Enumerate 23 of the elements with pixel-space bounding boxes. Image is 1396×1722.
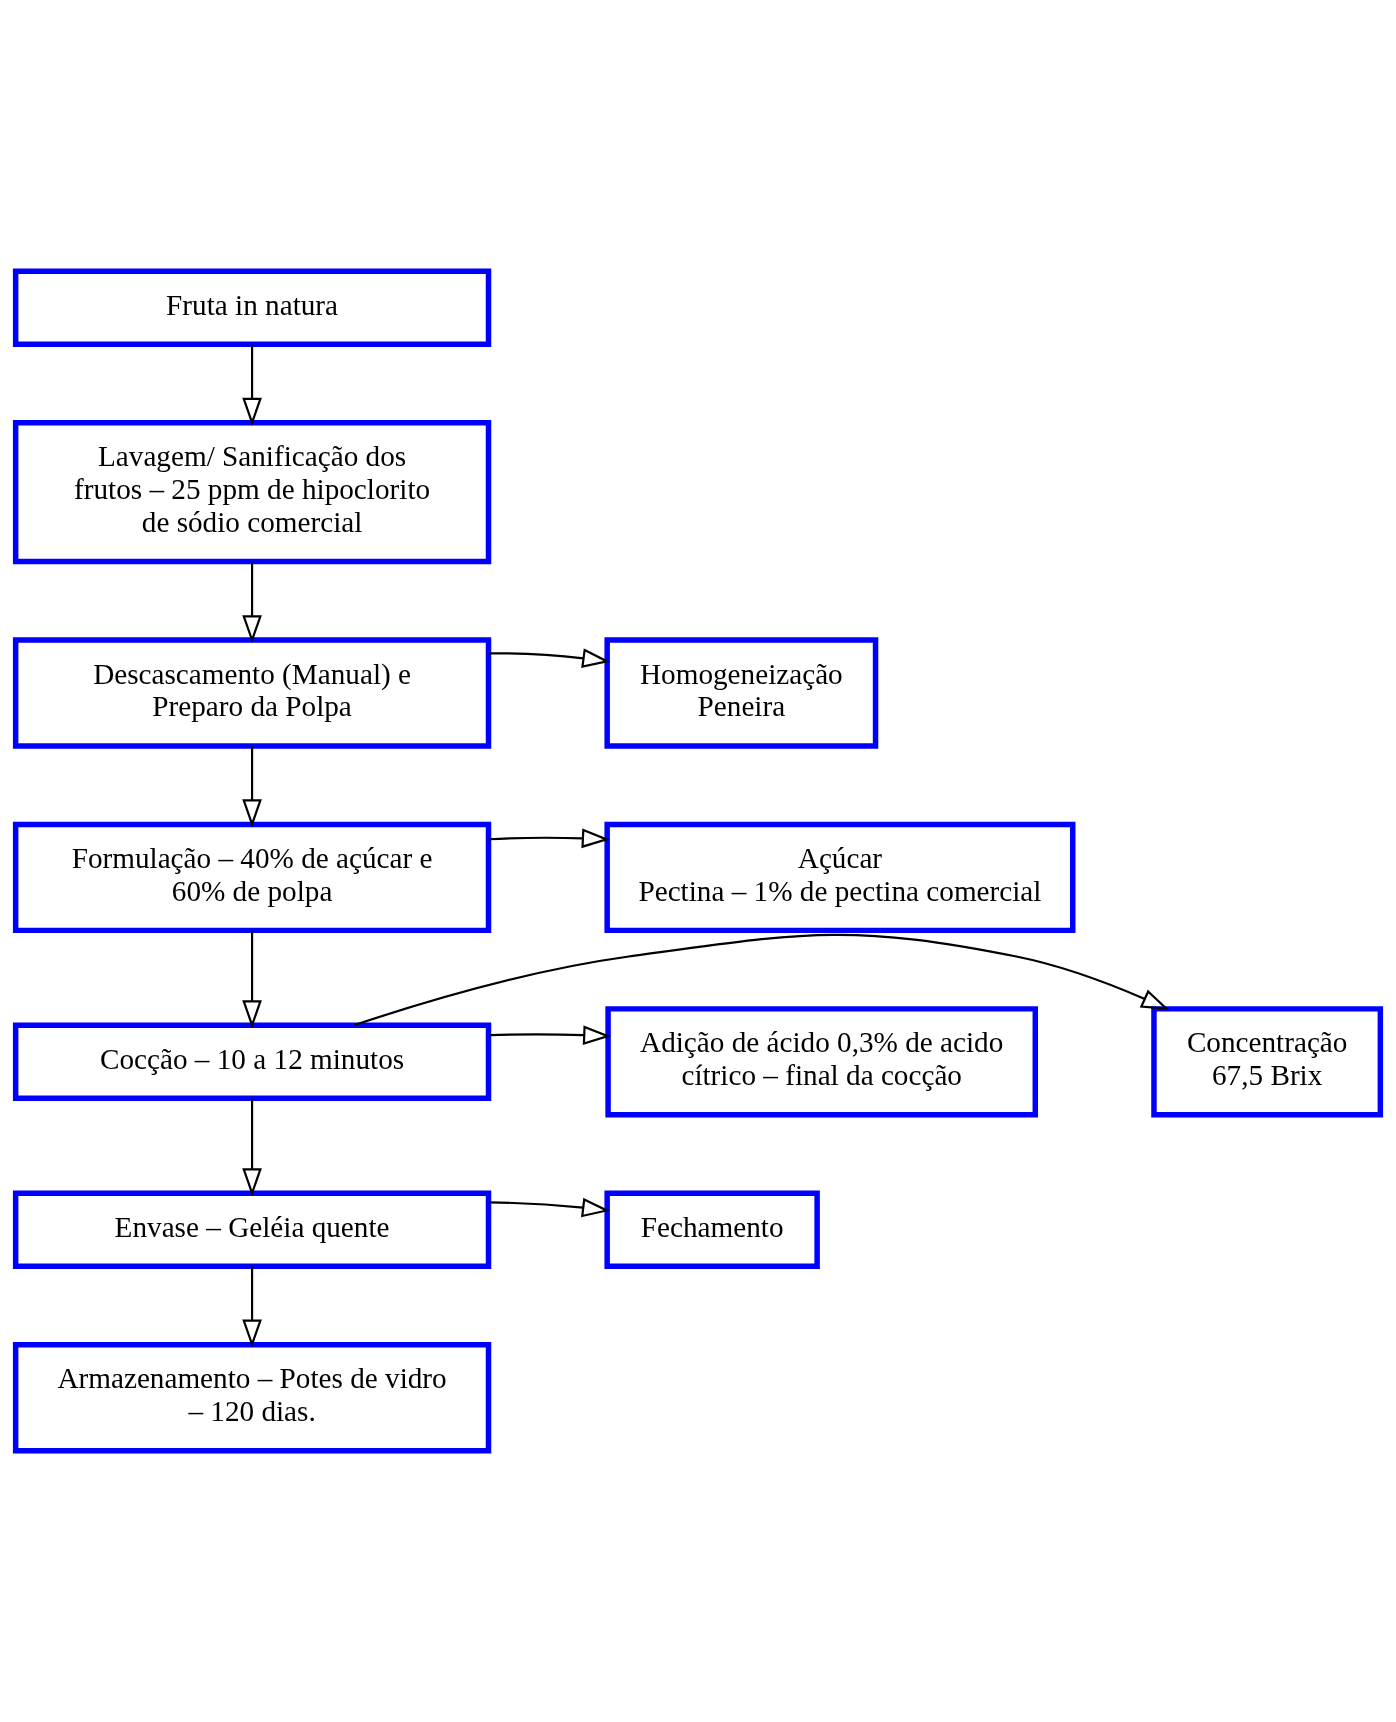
arrow bbox=[242, 1098, 262, 1197]
arrow bbox=[242, 930, 262, 1029]
node-box: Adição de ácido 0,3% de acido cítrico – final da cocção bbox=[605, 1006, 1039, 1118]
arrow bbox=[354, 933, 1170, 1027]
node-box: Armazenamento – Potes de vidro – 120 dias. bbox=[12, 1342, 492, 1454]
node-box: Cocção – 10 a 12 minutos bbox=[12, 1022, 492, 1102]
arrow bbox=[488, 648, 611, 668]
arrow bbox=[489, 1197, 611, 1218]
node-box: Envase – Geléia quente bbox=[12, 1190, 492, 1270]
arrow bbox=[242, 561, 262, 644]
node-box: Fechamento bbox=[604, 1190, 820, 1270]
arrow bbox=[488, 828, 610, 849]
arrow bbox=[242, 746, 262, 828]
node-box: Lavagem/ Sanificação dos frutos – 25 ppm de hipoclorito de sódio comercial bbox=[12, 420, 492, 565]
arrow bbox=[489, 1025, 612, 1045]
node-box: Concentração 67,5 Brix bbox=[1151, 1006, 1384, 1118]
node-box: Homogeneização Peneira bbox=[604, 637, 879, 749]
node-box: Descascamento (Manual) e Preparo da Polpa bbox=[12, 637, 492, 749]
arrow bbox=[242, 344, 262, 426]
node-box: Fruta in natura bbox=[12, 268, 492, 348]
node-box: Açúcar Pectina – 1% de pectina comercial bbox=[604, 821, 1076, 934]
node-box: Formulação – 40% de açúcar e 60% de polpa bbox=[12, 821, 492, 934]
arrow bbox=[242, 1266, 262, 1348]
